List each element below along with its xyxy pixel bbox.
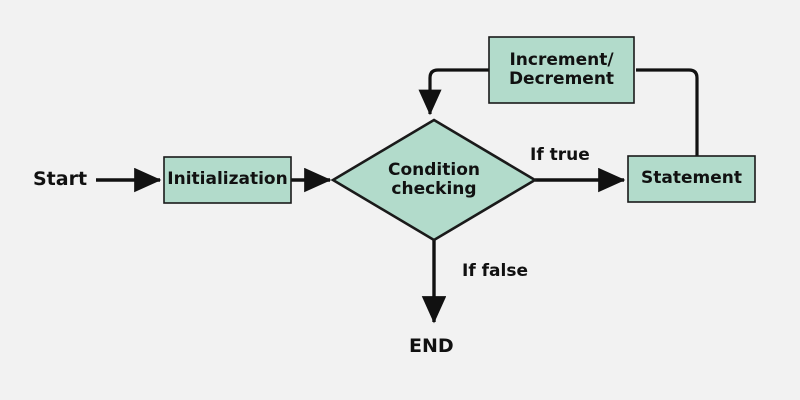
node-start-label: Start [33, 168, 88, 190]
edge-statement-to-incdec [636, 68, 699, 156]
node-increment-decrement[interactable] [488, 36, 635, 104]
node-statement[interactable] [627, 155, 756, 203]
edge-label-if-false: If false [462, 261, 528, 281]
node-condition-checking[interactable] [330, 118, 538, 242]
node-end-label: END [409, 335, 454, 357]
node-initialization[interactable] [163, 156, 292, 204]
edge-label-if-true: If true [530, 145, 590, 165]
edge-incdec-to-condition [418, 68, 489, 116]
